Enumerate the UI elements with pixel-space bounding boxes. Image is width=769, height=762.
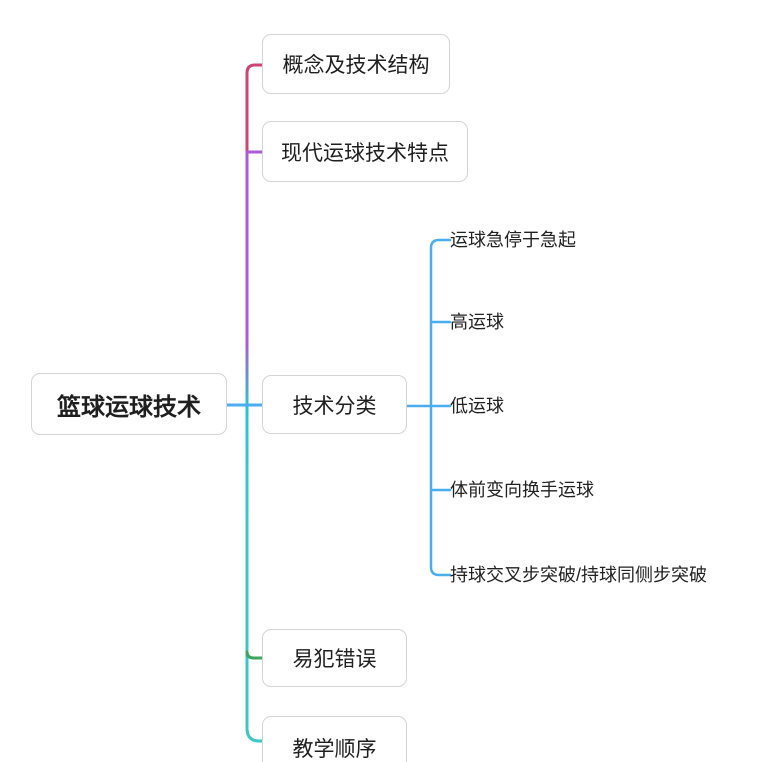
- node-classify[interactable]: 技术分类: [262, 375, 407, 434]
- trunk-lower-line: [245, 403, 265, 743]
- leaf-crossover-dribble[interactable]: 体前变向换手运球: [450, 480, 594, 500]
- leaf-stop-and-go[interactable]: 运球急停于急起: [450, 230, 576, 250]
- link-errors: [245, 650, 265, 660]
- leaf-breakthrough[interactable]: 持球交叉步突破/持球同侧步突破: [450, 565, 707, 585]
- leaf-high-dribble[interactable]: 高运球: [450, 312, 504, 332]
- node-concept[interactable]: 概念及技术结构: [262, 34, 450, 94]
- node-errors[interactable]: 易犯错误: [262, 629, 407, 687]
- node-teaching[interactable]: 教学顺序: [262, 716, 407, 762]
- child-rail-line: [429, 238, 452, 577]
- node-modern[interactable]: 现代运球技术特点: [262, 121, 468, 182]
- leaf-low-dribble[interactable]: 低运球: [450, 396, 504, 416]
- link-concept: [245, 63, 265, 152]
- node-root[interactable]: 篮球运球技术: [31, 373, 227, 435]
